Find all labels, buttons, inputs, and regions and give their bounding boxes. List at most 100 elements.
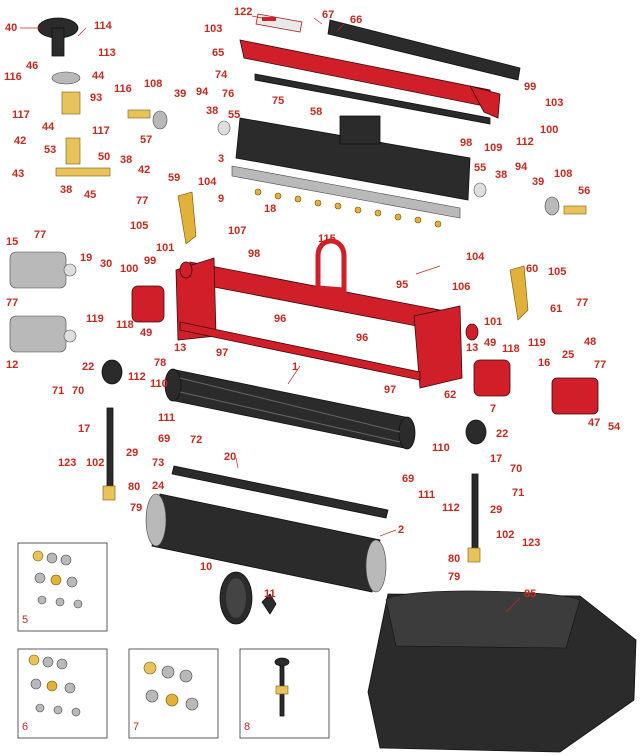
part-101-cap-right	[465, 323, 479, 341]
callout-102: 102	[86, 457, 104, 469]
part-93-bushing	[61, 91, 81, 115]
part-10-ring	[219, 571, 253, 625]
part-118-housing-left	[131, 285, 165, 323]
part-118-housing-right	[473, 359, 511, 397]
callout-77-e: 77	[594, 359, 606, 371]
callout-103: 103	[204, 23, 222, 35]
part-11-star	[261, 593, 277, 615]
callout-103-right: 103	[545, 97, 563, 109]
callout-47: 47	[588, 417, 600, 429]
callout-12: 12	[6, 359, 18, 371]
part-22-knob-left	[101, 359, 123, 385]
callout-100: 100	[540, 124, 558, 136]
callout-9: 9	[218, 193, 224, 205]
callout-118-right: 118	[502, 343, 520, 355]
callout-94-right: 94	[515, 161, 528, 173]
part-55-spacer-left	[217, 120, 231, 136]
callout-75: 75	[272, 95, 284, 107]
callout-38-c: 38	[60, 184, 72, 196]
callout-109: 109	[484, 142, 502, 154]
callout-111: 111	[158, 412, 175, 424]
callout-77-b: 77	[34, 229, 46, 241]
part-2-roller	[145, 493, 387, 593]
callout-104-right: 104	[466, 251, 485, 263]
callout-60: 60	[526, 263, 538, 275]
callout-80-right: 80	[448, 553, 460, 565]
callout-77: 77	[136, 195, 148, 207]
callout-98: 98	[460, 137, 472, 149]
callout-94: 94	[196, 86, 209, 98]
callout-62: 62	[444, 389, 456, 401]
part-57-bolt	[127, 109, 151, 119]
callout-112-right: 112	[442, 502, 460, 514]
callout-38-b: 38	[120, 154, 132, 166]
callout-112-left: 112	[128, 371, 146, 383]
callout-55: 55	[228, 109, 240, 121]
callout-111-right: 111	[418, 489, 435, 501]
callout-67: 67	[322, 9, 334, 21]
part-101-cap-left	[179, 261, 193, 279]
callout-53: 53	[44, 144, 56, 156]
part-20-shield	[171, 465, 389, 519]
callout-57: 57	[140, 134, 152, 146]
callout-112: 112	[516, 136, 534, 148]
callout-106: 106	[452, 281, 470, 293]
callout-10: 10	[200, 561, 212, 573]
callout-44-b: 44	[42, 121, 55, 133]
part-85-basket	[367, 590, 637, 753]
callout-119-right: 119	[528, 337, 546, 349]
kit-box-5: 5	[17, 542, 108, 632]
callout-48: 48	[584, 336, 596, 348]
callout-2: 2	[398, 524, 404, 536]
callout-78: 78	[154, 357, 166, 369]
callout-29-right: 29	[490, 504, 502, 516]
callout-73: 73	[152, 457, 164, 469]
callout-123-right: 123	[522, 537, 540, 549]
callout-105-right: 105	[548, 266, 566, 278]
callout-74: 74	[215, 69, 228, 81]
part-46-washer	[51, 71, 81, 85]
callout-1: 1	[292, 361, 298, 373]
kit-5-label: 5	[22, 614, 28, 626]
callout-17: 17	[78, 423, 90, 435]
leader-lines	[20, 15, 521, 613]
callout-119: 119	[86, 313, 104, 325]
callout-95: 95	[396, 279, 408, 291]
part-122-decal	[255, 13, 303, 33]
callout-99: 99	[524, 81, 536, 93]
callout-29: 29	[126, 447, 138, 459]
callout-113: 113	[98, 47, 116, 59]
callout-59: 59	[168, 172, 180, 184]
callout-22-right: 22	[496, 428, 508, 440]
callout-104: 104	[198, 176, 217, 188]
part-22-knob-right	[465, 419, 487, 445]
callout-42-b: 42	[138, 164, 150, 176]
callout-56: 56	[578, 185, 590, 197]
callout-58: 58	[310, 106, 322, 118]
callout-39-right: 39	[532, 176, 544, 188]
callout-116: 116	[4, 71, 22, 83]
callout-118: 118	[116, 319, 134, 331]
callout-49: 49	[140, 327, 152, 339]
callout-77-c: 77	[576, 297, 588, 309]
part-95-frame	[175, 238, 463, 389]
callout-25: 25	[562, 349, 574, 361]
callout-117: 117	[12, 109, 30, 121]
callout-101-right: 101	[484, 316, 502, 328]
part-66-shield	[327, 19, 521, 81]
callout-108-right: 108	[554, 168, 572, 180]
callout-76: 76	[222, 88, 234, 100]
callout-labels: 40 114 122 67 66 103 113 65 46 44 116 74…	[4, 6, 621, 600]
callout-22: 22	[82, 361, 94, 373]
callout-80: 80	[128, 481, 140, 493]
callout-13: 13	[174, 342, 186, 354]
callout-102-right: 102	[496, 529, 514, 541]
callout-24: 24	[152, 480, 165, 492]
part-56-bolt	[563, 205, 587, 215]
part-12-motor	[9, 315, 77, 353]
part-48-motor-mount	[551, 377, 599, 415]
kit-box-8: 8	[239, 648, 330, 739]
callout-18: 18	[264, 203, 276, 215]
